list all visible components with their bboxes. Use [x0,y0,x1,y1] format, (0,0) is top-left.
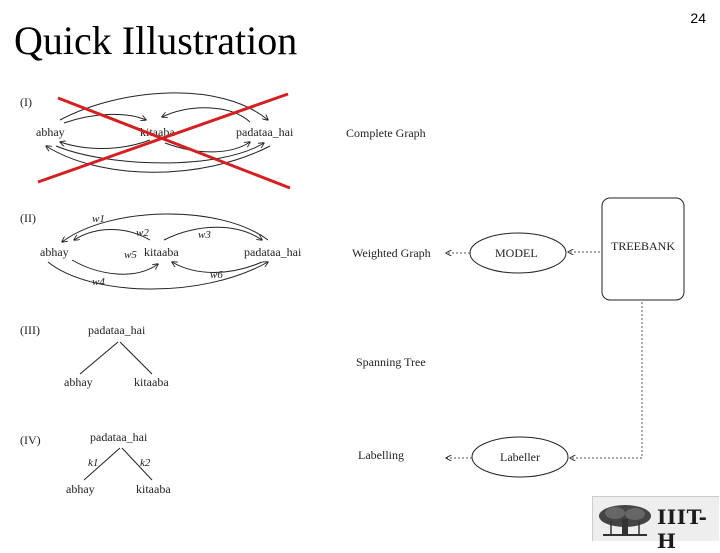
tree4-root: padataa_hai [90,430,148,444]
tree3-child-kitaaba: kitaaba [134,375,169,389]
weight-w3: w3 [198,229,211,241]
labeller-label: Labeller [500,450,540,464]
tree3-root: padataa_hai [88,323,146,337]
banyan-tree-icon [599,505,651,536]
section-label-4: (IV) [20,433,41,447]
tree4-child-kitaaba: kitaaba [136,482,171,496]
graph2-node-abhay: abhay [40,245,69,259]
iiit-h-logo: IIIT-H [592,496,719,553]
tree4-child-abhay: abhay [66,482,95,496]
edge-label-k2: k2 [140,457,151,469]
treebank-label: TREEBANK [611,239,675,253]
graph2-node-kitaaba: kitaaba [144,245,179,259]
weight-w5: w5 [124,249,137,261]
tree3-edges [79,341,153,375]
treebank-box [601,197,685,301]
graph1-node-abhay: abhay [36,125,65,139]
dependency-parsing-diagram: (I) abhay kitaaba padataa_hai Complete G… [20,92,685,496]
tree4-edges [83,447,153,481]
red-cross-mark [37,92,291,190]
graph2-edges [47,213,268,290]
weight-w1: w1 [92,213,105,225]
section-weighted-graph: (II) abhay kitaaba padataa_hai w1 w2 w3 … [20,211,431,290]
pipeline-connectors [446,252,643,458]
edge-label-k1: k1 [88,457,98,469]
labeller-ellipse [471,436,569,478]
slide-number: 24 [690,10,706,26]
weight-w6: w6 [210,269,223,281]
logo-text: IIIT-H [657,505,708,553]
pipeline: TREEBANK MODEL Labeller [446,197,685,478]
graph1-node-padataa-hai: padataa_hai [236,125,294,139]
section-spanning-tree: (III) padataa_hai abhay kitaaba Spanning… [20,323,426,389]
section-labelling: (IV) padataa_hai k1 k2 abhay kitaaba Lab… [20,430,404,496]
section-label-3: (III) [20,323,40,337]
graph2-node-padataa-hai: padataa_hai [244,245,302,259]
weight-w2: w2 [136,227,149,239]
caption-complete-graph: Complete Graph [346,126,426,140]
weight-w4: w4 [92,276,105,288]
caption-labelling: Labelling [358,448,404,462]
section-complete-graph: (I) abhay kitaaba padataa_hai Complete G… [20,92,426,190]
section-label-1: (I) [20,95,32,109]
slide-title: Quick Illustration [14,18,298,63]
tree3-child-abhay: abhay [64,375,93,389]
caption-weighted-graph: Weighted Graph [352,246,431,260]
caption-spanning-tree: Spanning Tree [356,355,426,369]
model-label: MODEL [495,246,538,260]
section-label-2: (II) [20,211,36,225]
